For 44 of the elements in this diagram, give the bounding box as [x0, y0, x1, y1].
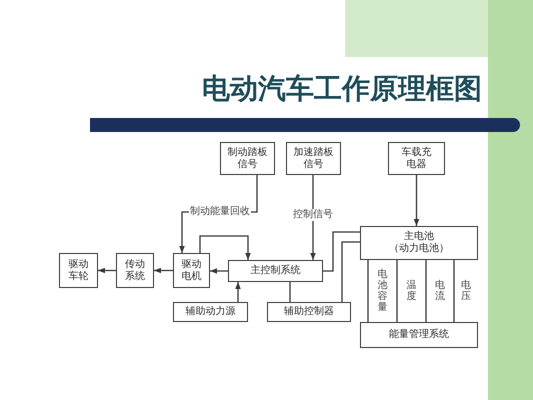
edge-label: 温度	[406, 280, 416, 302]
box-label: 辅助动力源	[186, 306, 236, 318]
arrow	[235, 282, 241, 302]
edge-label: 制动能量回收	[189, 206, 251, 218]
connector-line	[453, 260, 455, 322]
process-box	[173, 302, 248, 322]
box-label: 制动踏板信号	[226, 146, 268, 170]
process-box	[286, 142, 341, 175]
process-box	[173, 253, 210, 288]
connector-line	[425, 260, 427, 322]
box-label: 传动系统	[124, 258, 146, 282]
arrow	[210, 268, 228, 274]
process-box	[388, 142, 445, 175]
process-box	[228, 260, 323, 282]
box-label: 主控制系统	[250, 265, 300, 277]
box-label: 能量管理系统	[389, 329, 449, 341]
edge-label: 电池容量	[378, 269, 388, 313]
edge-label: 电流	[435, 280, 445, 302]
process-box	[220, 142, 275, 175]
connector-line	[341, 241, 360, 302]
process-box	[59, 253, 98, 288]
process-box	[116, 253, 154, 288]
box-label: 主电池	[404, 231, 434, 242]
process-box	[267, 302, 351, 322]
edge-label: 电压	[461, 280, 471, 302]
box-label: 辅助控制器	[284, 306, 334, 318]
process-box	[360, 322, 478, 348]
arrow	[414, 175, 420, 226]
edge-label: 控制信号	[292, 209, 334, 221]
connector-line	[367, 260, 369, 322]
connector-line	[323, 231, 360, 272]
arrow	[199, 235, 251, 260]
box-sublabel: （动力电池）	[389, 243, 449, 255]
arrow	[98, 268, 116, 274]
diagram-title: 电动汽车工作原理框图	[202, 71, 482, 107]
box-label: 驱动车轮	[68, 258, 90, 282]
arrow	[310, 175, 316, 260]
connector-line	[289, 282, 291, 302]
box-label: 驱动电机	[180, 258, 202, 282]
arrow	[154, 268, 173, 274]
process-box	[360, 226, 478, 260]
connector-line	[396, 260, 398, 322]
box-label: 加速踏板信号	[292, 146, 334, 170]
box-label: 车载充电器	[400, 146, 432, 170]
